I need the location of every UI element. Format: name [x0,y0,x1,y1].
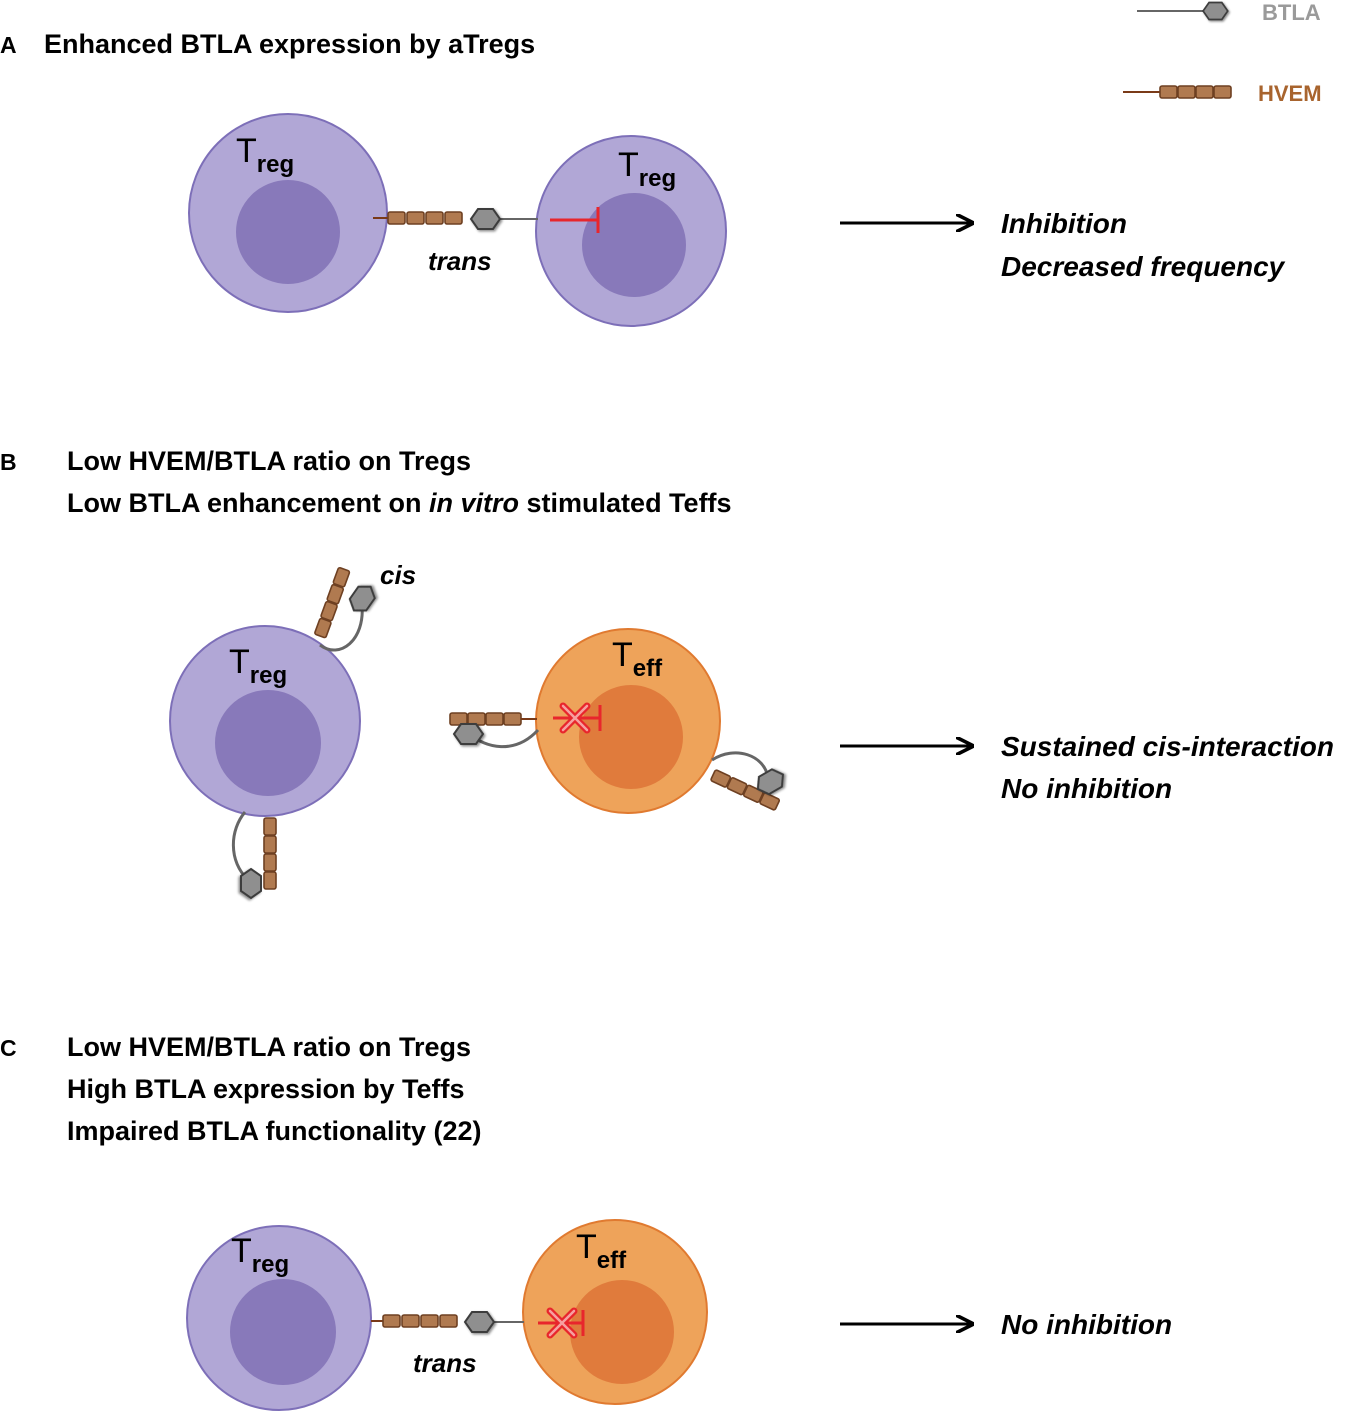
inhibition-symbol [550,207,600,233]
cell-label-sub: reg [257,151,294,178]
in-vitro-text: in vitro [429,488,519,518]
svg-text:Treg: Treg [618,146,676,192]
hvem-btla-cis-complex-top [313,566,380,652]
panel-c-letter: C [0,1035,17,1061]
block-x-icon [559,702,591,734]
legend: BTLA HVEM [1123,0,1322,106]
svg-text:Teff: Teff [576,1228,627,1274]
panel-a-title: Enhanced BTLA expression by aTregs [44,29,535,59]
hvem-btla-cis-complex-bottom [231,811,277,899]
hvem-btla-trans-complex-c [371,1311,524,1333]
outcome-line-1: Inhibition [1001,208,1127,239]
hvem-btla-cis-complex-left [449,712,540,749]
hvem-legend-symbol [1123,85,1232,99]
svg-text:Treg: Treg [231,1232,289,1278]
cell-label-sub: reg [639,165,676,192]
blocked-inhibition-symbol [538,1307,585,1339]
hvem-legend-label: HVEM [1258,81,1322,106]
panel-a: A Enhanced BTLA expression by aTregs Tre… [0,29,1286,327]
hvem-btla-trans-complex-a [373,208,538,230]
outcome-line-2: Decreased frequency [1001,251,1286,282]
blocked-inhibition-symbol [553,702,602,734]
panel-b-title-line-2: Low BTLA enhancement on in vitro stimula… [67,488,732,518]
cell-label-main: T [612,636,633,674]
panel-b-title-line-1: Low HVEM/BTLA ratio on Tregs [67,446,471,476]
btla-legend-label: BTLA [1262,0,1321,25]
treg-cell-b: Treg [169,625,361,817]
svg-text:Teff: Teff [612,636,663,682]
outcome-line-1: Sustained cis-interaction [1001,731,1334,762]
panel-c: C Low HVEM/BTLA ratio on Tregs High BTLA… [0,1032,1172,1411]
cell-label-sub: eff [597,1247,627,1274]
treg-cell-c: Treg [186,1225,372,1411]
cell-label-main: T [576,1228,597,1266]
cell-label-sub: reg [250,662,287,689]
outcome-line-1: No inhibition [1001,1309,1172,1340]
teff-cell-b: Teff [535,628,721,814]
hvem-btla-cis-complex-right [709,751,789,812]
panel-c-title-line-1: Low HVEM/BTLA ratio on Tregs [67,1032,471,1062]
panel-b-letter: B [0,449,17,475]
cell-label-sub: reg [252,1251,289,1278]
interaction-label: trans [428,246,492,276]
block-x-icon [546,1307,578,1339]
treg-cell-a2: Treg [535,135,727,327]
panel-c-title-line-3: Impaired BTLA functionality (22) [67,1116,482,1146]
cell-label-main: T [236,132,257,170]
svg-text:Treg: Treg [236,132,294,178]
panel-a-letter: A [0,32,17,58]
cis-label: cis [380,560,416,590]
treg-cell-a1: Treg [188,113,388,313]
outcome-line-2: No inhibition [1001,773,1172,804]
panel-b: B Low HVEM/BTLA ratio on Tregs Low BTLA … [0,446,1334,899]
panel-c-title-line-2: High BTLA expression by Teffs [67,1074,465,1104]
cell-label-sub: eff [633,655,663,682]
btla-legend-symbol [1137,1,1229,21]
interaction-label: trans [413,1348,477,1378]
cell-label-main: T [231,1232,252,1270]
cell-label-main: T [618,146,639,184]
cell-label-main: T [229,643,250,681]
teff-cell-c: Teff [522,1219,708,1405]
svg-text:Treg: Treg [229,643,287,689]
